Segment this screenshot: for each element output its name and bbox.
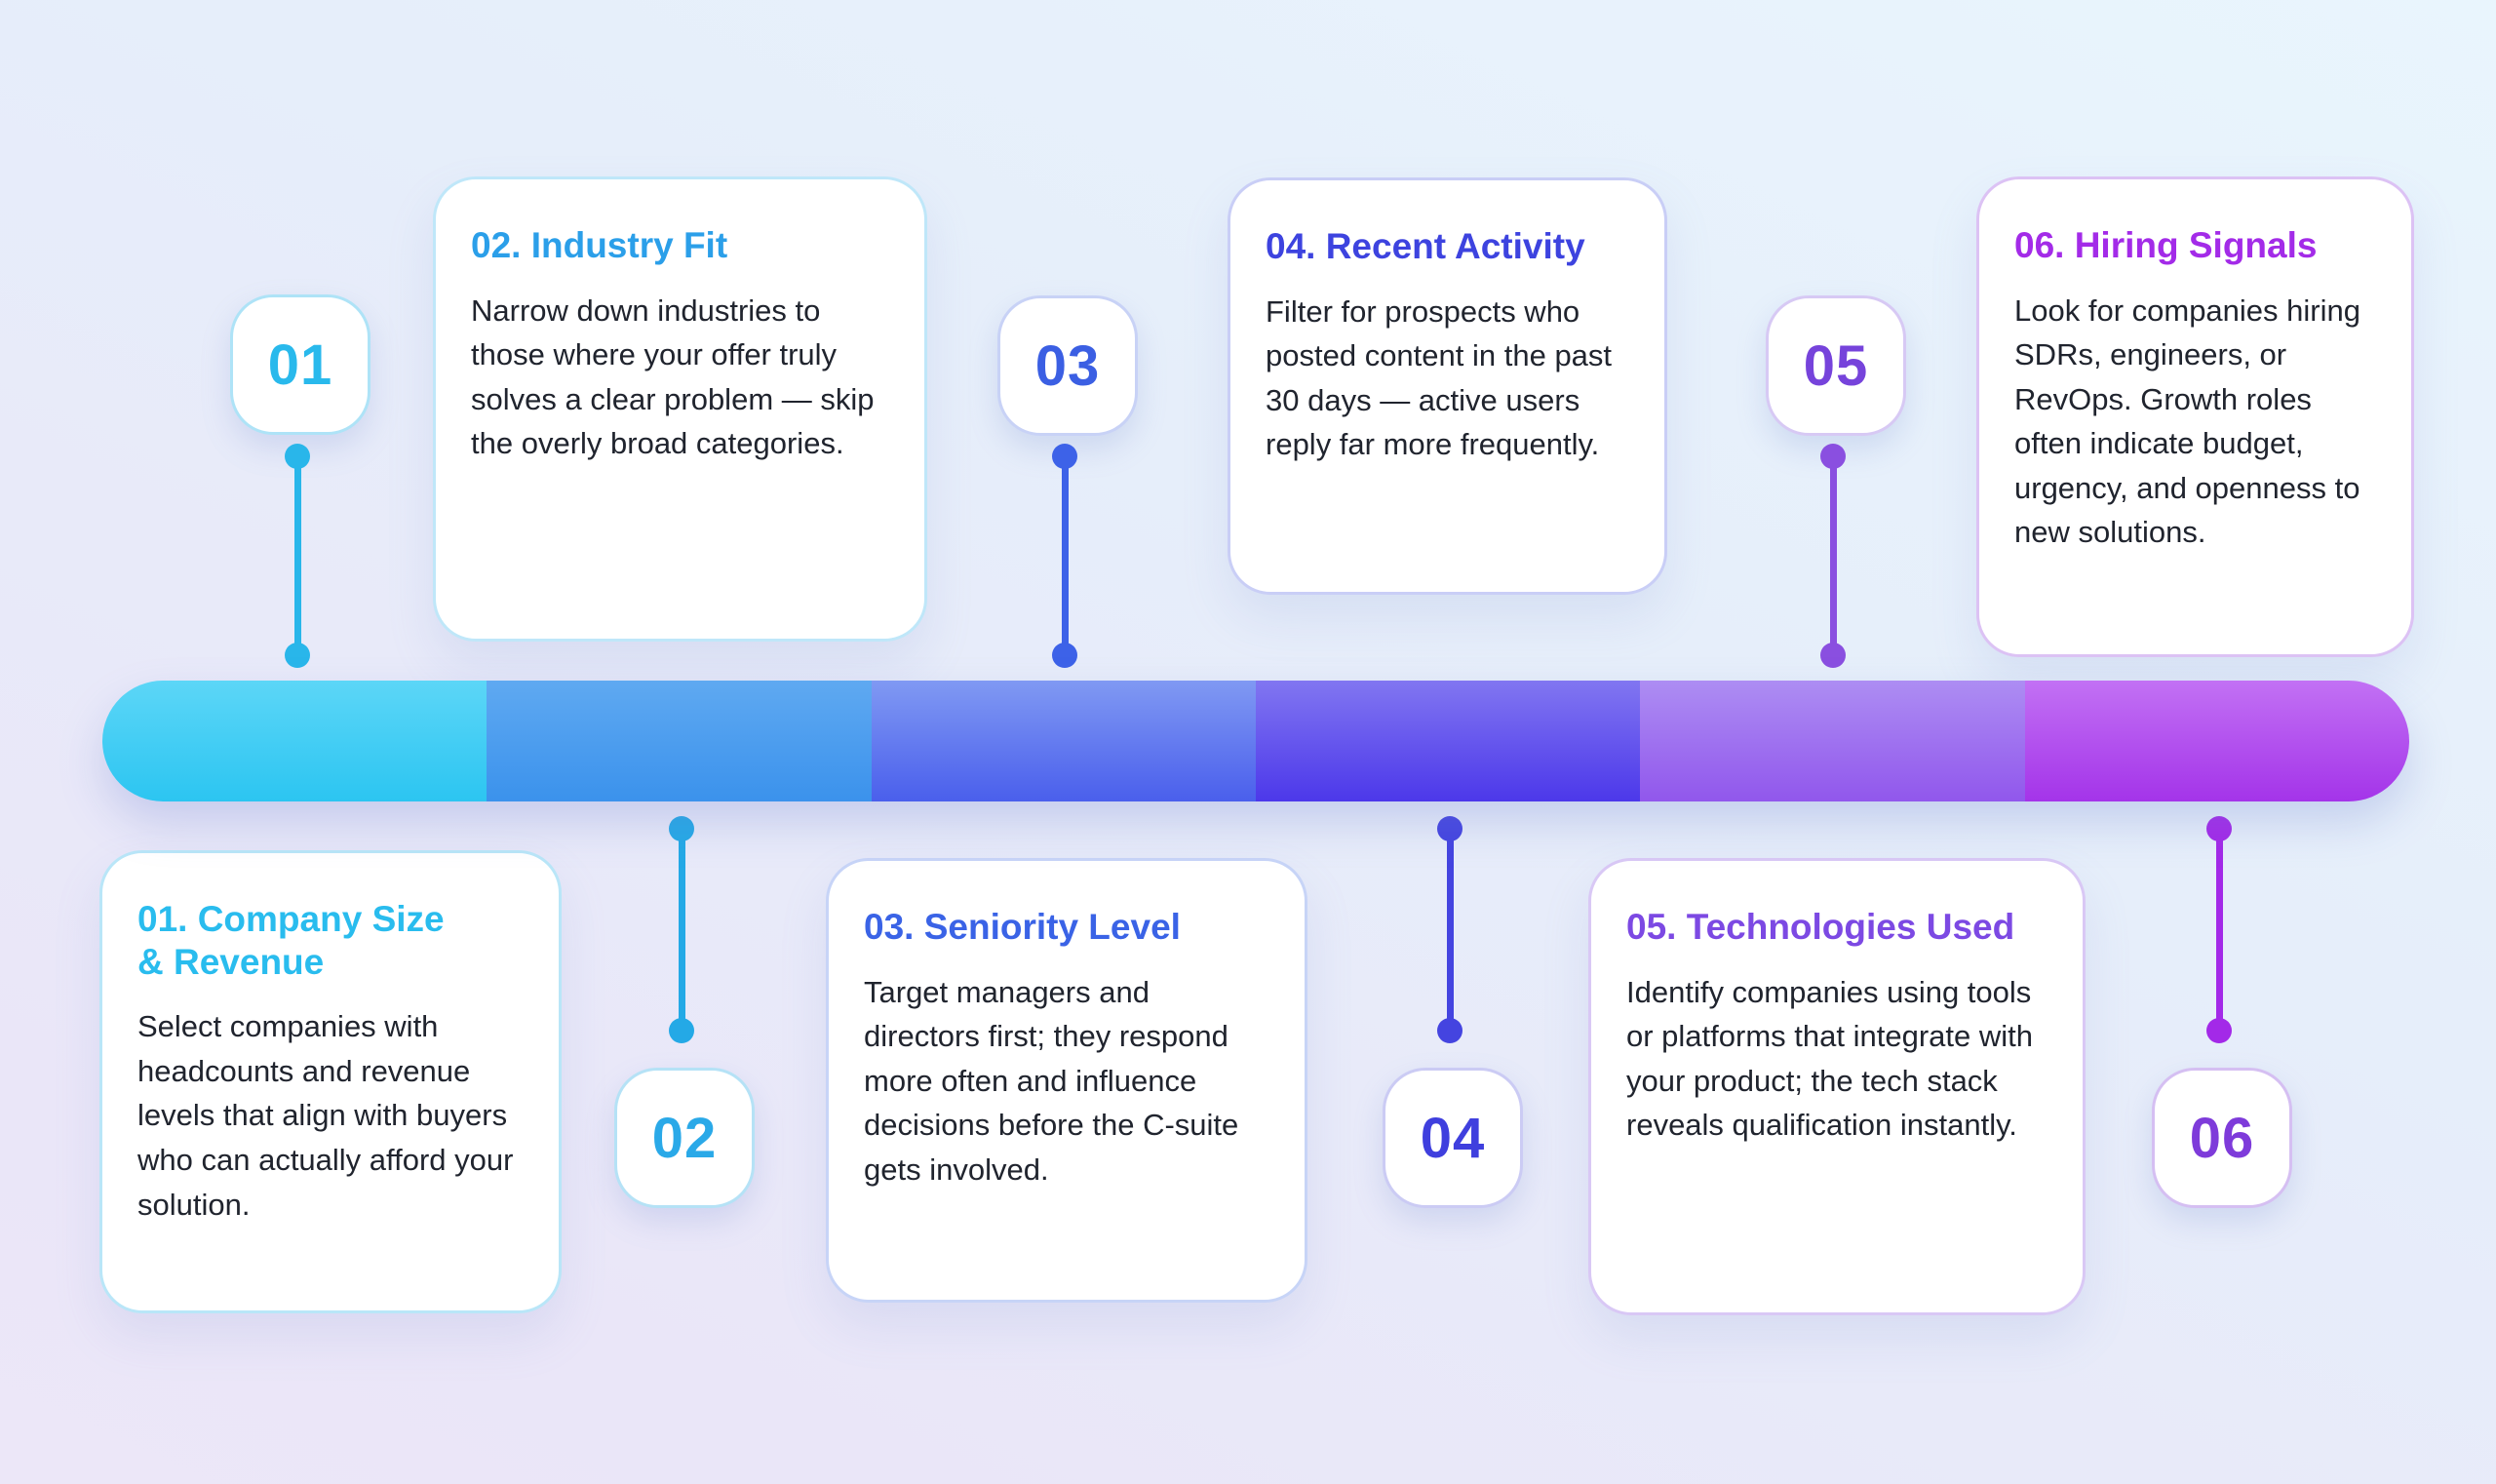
connector-line (1446, 829, 1454, 1031)
connector-03 (1052, 444, 1077, 668)
step-badge-06: 06 (2152, 1068, 2292, 1208)
step-description-02: Narrow down industries to those where yo… (471, 293, 875, 461)
step-title-04: 04. Recent Activity (1266, 226, 1585, 266)
connector-dot (669, 1018, 694, 1043)
step-badge-number-05: 05 (1803, 333, 1869, 398)
connector-line (293, 456, 301, 655)
step-title-03: 03. Seniority Level (864, 907, 1181, 947)
connector-02 (669, 816, 694, 1043)
connector-dot (1052, 643, 1077, 668)
connector-01 (285, 444, 310, 668)
connector-line (2215, 829, 2223, 1031)
connector-06 (2206, 816, 2232, 1043)
step-badge-05: 05 (1766, 295, 1906, 436)
connector-dot (285, 643, 310, 668)
step-card-03: 03. Seniority Level Target managers and … (826, 858, 1307, 1303)
step-card-06: 06. Hiring Signals Look for companies hi… (1976, 176, 2414, 657)
step-badge-number-03: 03 (1034, 333, 1101, 398)
step-badge-01: 01 (230, 294, 370, 435)
timeline-segment-03 (871, 681, 1256, 801)
step-card-02: 02. Industry Fit Narrow down industries … (433, 176, 927, 642)
step-title-01: 01. Company Size & Revenue (137, 899, 445, 982)
step-title-06: 06. Hiring Signals (2014, 225, 2318, 265)
step-badge-number-01: 01 (267, 332, 333, 397)
step-badge-03: 03 (997, 295, 1138, 436)
step-title-05: 05. Technologies Used (1626, 907, 2015, 947)
step-description-04: Filter for prospects who posted content … (1266, 293, 1613, 462)
timeline-bar (102, 681, 2409, 801)
connector-dot (2206, 1018, 2232, 1043)
connector-line (1829, 456, 1837, 655)
step-description-06: Look for companies hiring SDRs, engineer… (2014, 293, 2360, 550)
connector-line (678, 829, 685, 1031)
step-description-05: Identify companies using tools or platfo… (1626, 974, 2033, 1143)
timeline-segment-04 (1255, 681, 1641, 801)
step-description-01: Select companies with headcounts and rev… (137, 1009, 514, 1222)
step-badge-04: 04 (1383, 1068, 1523, 1208)
connector-dot (1437, 1018, 1462, 1043)
step-badge-number-02: 02 (651, 1106, 718, 1170)
connector-dot (1820, 643, 1846, 668)
step-badge-02: 02 (614, 1068, 755, 1208)
step-badge-number-04: 04 (1420, 1106, 1486, 1170)
connector-05 (1820, 444, 1846, 668)
connector-line (1061, 456, 1069, 655)
step-card-01: 01. Company Size & Revenue Select compan… (99, 850, 562, 1313)
step-card-05: 05. Technologies Used Identify companies… (1588, 858, 2086, 1315)
connector-04 (1437, 816, 1462, 1043)
step-card-04: 04. Recent Activity Filter for prospects… (1228, 177, 1667, 595)
timeline-segment-05 (1640, 681, 2025, 801)
step-title-02: 02. Industry Fit (471, 225, 728, 265)
step-badge-number-06: 06 (2189, 1106, 2255, 1170)
timeline-segment-02 (487, 681, 872, 801)
timeline-segment-01 (102, 681, 488, 801)
step-description-03: Target managers and directors first; the… (864, 974, 1239, 1187)
timeline-segment-06 (2024, 681, 2409, 801)
